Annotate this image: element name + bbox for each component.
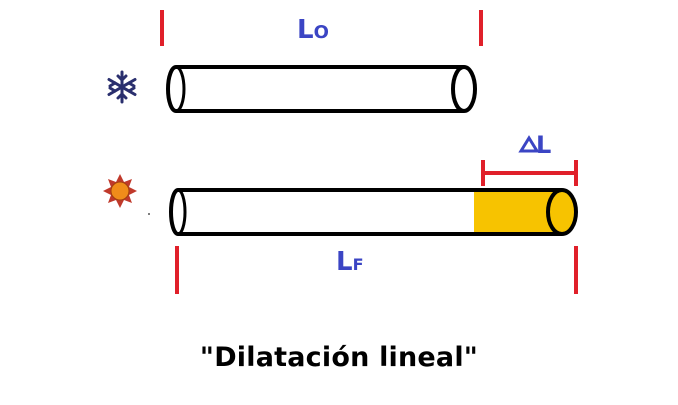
stray-dot — [148, 213, 150, 215]
hot-rod — [169, 188, 578, 236]
diagram-caption: "Dilatación lineal" — [199, 342, 479, 373]
snowflake-icon — [107, 70, 137, 104]
svg-text:L: L — [536, 131, 551, 159]
cold-rod — [166, 65, 477, 113]
initial-length-label: LO — [297, 15, 329, 45]
final-length-label: LF — [336, 247, 364, 277]
delta-length-label: L — [518, 131, 551, 159]
sun-icon — [103, 174, 137, 208]
delta-length-bracket — [481, 160, 578, 186]
